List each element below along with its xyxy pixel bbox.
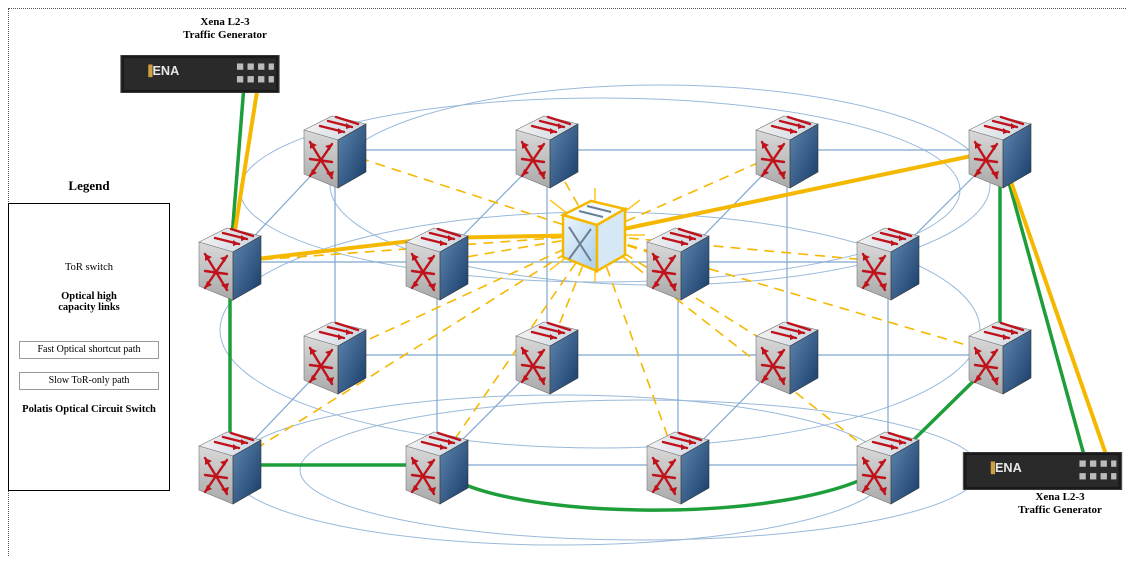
optical-circuit-switch	[545, 188, 645, 282]
tor-switch	[197, 430, 263, 506]
tor-switch	[302, 114, 368, 190]
tor-switch	[967, 320, 1033, 396]
legend-optical-links-label: Optical high capacity links	[58, 291, 120, 313]
legend-box: ToR switch Optical high capacity links F…	[8, 203, 170, 491]
tor-switch	[645, 226, 711, 302]
tor-switch	[855, 226, 921, 302]
tor-switch	[754, 320, 820, 396]
traffic-generator-bottom	[962, 452, 1123, 490]
traffic-generator-top-label: Xena L2-3 Traffic Generator	[183, 16, 267, 41]
tor-switch	[404, 430, 470, 506]
tor-switch	[514, 114, 580, 190]
traffic-generator-top	[120, 55, 280, 93]
legend-title: Legend	[68, 178, 110, 193]
tor-switch	[404, 226, 470, 302]
legend-fast-path-label: Fast Optical shortcut path	[19, 341, 159, 359]
tor-switch	[754, 114, 820, 190]
tor-switch	[514, 320, 580, 396]
tor-switch	[197, 226, 263, 302]
legend-slow-path-label: Slow ToR-only path	[19, 372, 159, 390]
legend-ocs-label: Polatis Optical Circuit Switch	[22, 404, 156, 415]
tor-switch	[302, 320, 368, 396]
tor-switch	[645, 430, 711, 506]
traffic-generator-bottom-label: Xena L2-3 Traffic Generator	[1018, 491, 1102, 516]
tor-switch	[855, 430, 921, 506]
tor-switch	[967, 114, 1033, 190]
fast-path	[227, 58, 1112, 468]
legend-tor-label: ToR switch	[65, 262, 113, 273]
tor-switches	[197, 114, 1033, 506]
